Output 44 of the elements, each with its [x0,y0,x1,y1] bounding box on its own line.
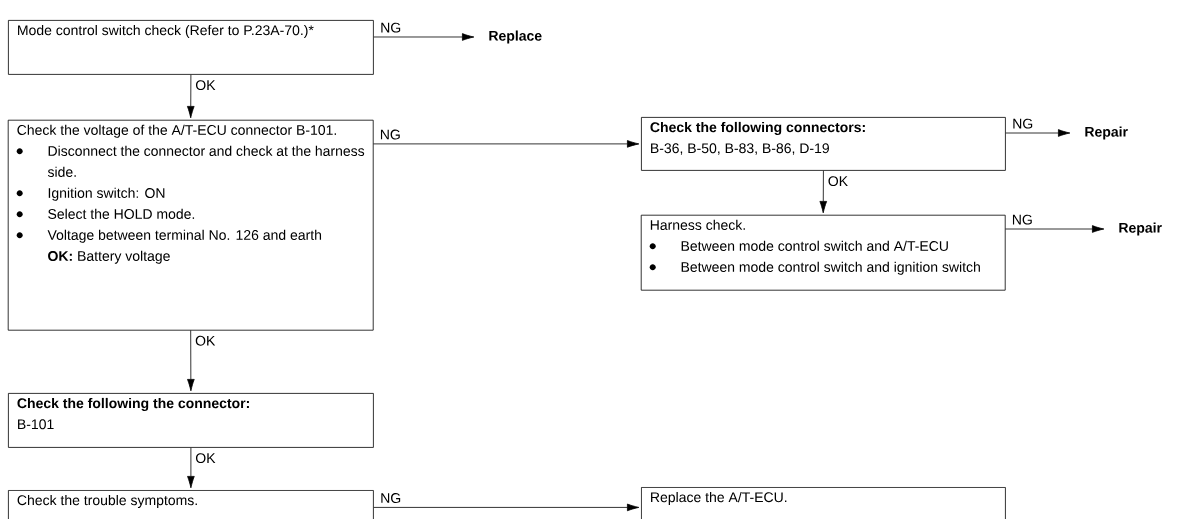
step-box [8,393,374,448]
step-box [7,119,374,331]
step-text: Replace the A/T-ECU. [651,491,787,505]
edge-label: NG [380,129,400,140]
arrow [819,170,828,214]
edge-label: NG [1012,214,1032,225]
edge-label: OK [828,176,848,187]
result-text: Repair [1085,126,1128,140]
bullet-text: Select the HOLD mode. [48,208,195,219]
step-text: Check the voltage of the A/T-ECU connector B-101. [17,124,336,138]
heading-text: Check the following the connector: [17,397,249,411]
arrow [373,503,640,512]
arrow [187,330,195,392]
arrow [187,74,195,119]
step-box [8,490,374,519]
step-box [8,20,374,75]
step-box [640,214,1006,291]
arrow [187,447,195,489]
step-text: B-101 [18,419,54,430]
bullet-text: Voltage between terminal No. 126 and earth [47,229,322,243]
bullet-text: Between mode control switch and ignition switch [681,261,980,275]
step-box [641,487,1006,519]
bullet-text: Between mode control switch and A/T-ECU [681,240,948,251]
step-text: Harness check. [650,219,745,230]
note-text: OK: Battery voltage [48,250,170,264]
step-text: Check the trouble symptoms. [17,494,197,508]
bullet-text: Disconnect the connector and check at the harness side. [47,145,365,177]
edge-label: OK [195,80,216,91]
result-text: Replace [489,30,542,44]
arrow [1005,129,1071,137]
edge-label: OK [195,453,216,464]
bullet-text: Ignition switch: ON [48,187,165,201]
edge-label: OK [195,335,216,346]
edge-label: NG [1013,118,1033,129]
edge-label: NG [381,493,401,503]
heading-text: Check the following connectors: [650,121,865,135]
arrow [373,33,475,41]
result-text: Repair [1119,222,1162,236]
arrow [1005,225,1105,233]
step-text: B-36, B-50, B-83, B-86, D-19 [651,143,829,155]
edge-label: NG [381,22,401,33]
step-box [641,117,1006,171]
step-text: Mode control switch check (Refer to P.23A-70.)* [18,24,314,38]
arrow [373,140,640,148]
